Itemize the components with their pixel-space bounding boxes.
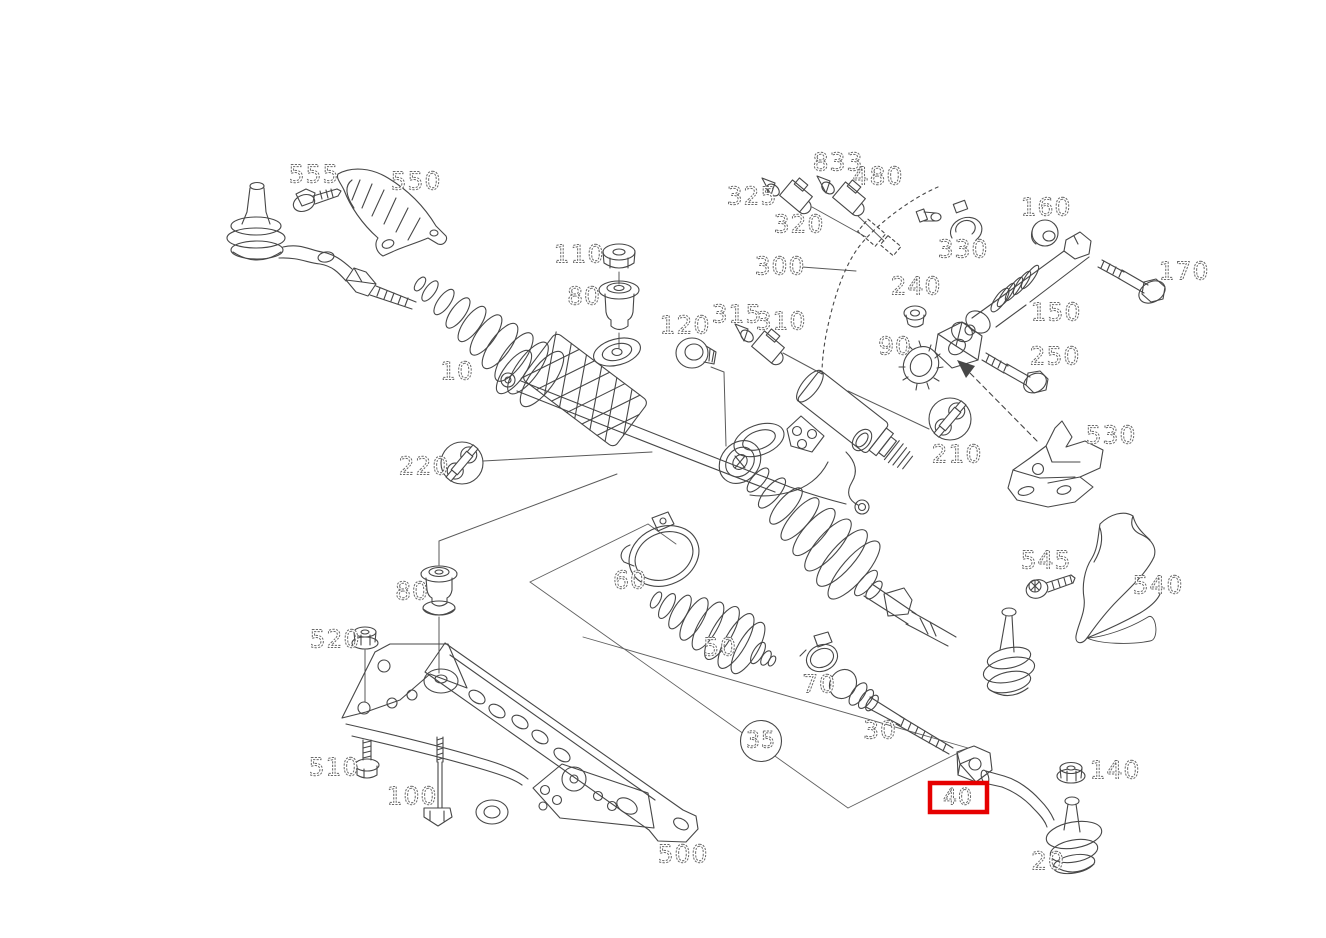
part-label-545[interactable]: 545 <box>1020 545 1072 575</box>
ghost-plane-outline <box>529 523 969 809</box>
part-label-240[interactable]: 240 <box>890 271 942 301</box>
bolt-510 <box>354 739 380 779</box>
sensor-833 <box>816 175 835 195</box>
bolt-545 <box>1025 574 1076 599</box>
inner-tie-rod-30 <box>828 668 954 755</box>
part-label-120[interactable]: 120 <box>659 310 711 340</box>
part-label-330[interactable]: 330 <box>937 234 989 264</box>
part-label-160[interactable]: 160 <box>1020 192 1072 222</box>
nut-40 <box>956 745 993 783</box>
part-label-220[interactable]: 220 <box>398 451 450 481</box>
part-label-833[interactable]: 833 <box>812 147 864 177</box>
part-label-300[interactable]: 300 <box>754 251 806 281</box>
sensor-315 <box>734 323 754 343</box>
bolt-170 <box>1097 259 1166 304</box>
part-label-90[interactable]: 90 <box>878 331 912 361</box>
clamp-70 <box>799 631 839 673</box>
part-label-30[interactable]: 30 <box>863 715 897 745</box>
rack-assembly-10 <box>413 276 1036 697</box>
part-label-250[interactable]: 250 <box>1029 341 1081 371</box>
grommet-240 <box>903 305 927 328</box>
part-label-highlighted-40[interactable]: 40 <box>943 785 973 811</box>
sensor-325 <box>761 177 780 197</box>
steering-shaft-150 <box>934 231 1092 369</box>
sensor-320 <box>779 177 813 215</box>
part-label-110[interactable]: 110 <box>553 239 605 269</box>
part-label-circled-35[interactable]: 35 <box>746 728 776 754</box>
part-label-550[interactable]: 550 <box>390 166 442 196</box>
heat-shield-540 <box>1075 512 1161 644</box>
part-label-315[interactable]: 315 <box>711 299 763 329</box>
highlight-box-part-40[interactable] <box>927 780 990 815</box>
sensor-310 <box>751 328 785 366</box>
part-label-80-top[interactable]: 80 <box>567 281 601 311</box>
part-label-170[interactable]: 170 <box>1158 256 1210 286</box>
part-label-325[interactable]: 325 <box>726 181 778 211</box>
left-tie-rod-end <box>226 181 417 310</box>
washer-160 <box>1030 219 1059 247</box>
part-label-10[interactable]: 10 <box>440 356 474 386</box>
group-symbol-35-circle <box>739 719 783 763</box>
bushing-80-bottom <box>420 565 458 616</box>
subframe-500 <box>341 642 699 843</box>
part-label-500[interactable]: 500 <box>657 839 709 869</box>
leader-lines <box>364 206 930 703</box>
nut-520 <box>351 626 379 650</box>
part-label-100[interactable]: 100 <box>386 781 438 811</box>
bracket-550 <box>336 168 448 257</box>
bushing-80-top <box>598 280 640 331</box>
cable-junction <box>857 218 902 257</box>
clamp-330 <box>915 199 983 241</box>
clamp-60 <box>620 511 700 587</box>
nut-140 <box>1056 761 1086 784</box>
grommet-120 <box>675 337 717 369</box>
part-label-540[interactable]: 540 <box>1132 570 1184 600</box>
part-label-320[interactable]: 320 <box>773 209 825 239</box>
bolt-250 <box>981 352 1049 394</box>
part-label-50[interactable]: 50 <box>703 632 737 662</box>
part-label-210[interactable]: 210 <box>931 439 983 469</box>
nut-110 <box>602 243 636 269</box>
wrench-symbol-220 <box>440 441 484 485</box>
sensor-480 <box>832 179 866 217</box>
wrench-symbol-210 <box>928 397 972 441</box>
bracket-530 <box>1007 420 1104 508</box>
bolt-555 <box>292 188 342 213</box>
part-label-480[interactable]: 480 <box>852 161 904 191</box>
part-label-60[interactable]: 60 <box>613 565 647 595</box>
assembly-arrow <box>957 360 1038 442</box>
bolt-100 <box>423 736 453 827</box>
part-label-530[interactable]: 530 <box>1085 420 1137 450</box>
cable-path-300 <box>821 186 939 375</box>
boot-50 <box>649 591 777 675</box>
part-label-80-bottom[interactable]: 80 <box>395 576 429 606</box>
part-label-510[interactable]: 510 <box>308 752 360 782</box>
part-label-20[interactable]: 20 <box>1031 846 1065 876</box>
part-label-310[interactable]: 310 <box>755 306 807 336</box>
part-label-555[interactable]: 555 <box>288 159 340 189</box>
part-label-150[interactable]: 150 <box>1030 297 1082 327</box>
seal-ring-90 <box>898 340 944 391</box>
part-label-70[interactable]: 70 <box>802 669 836 699</box>
part-label-520[interactable]: 520 <box>309 624 361 654</box>
part-label-140[interactable]: 140 <box>1089 755 1141 785</box>
